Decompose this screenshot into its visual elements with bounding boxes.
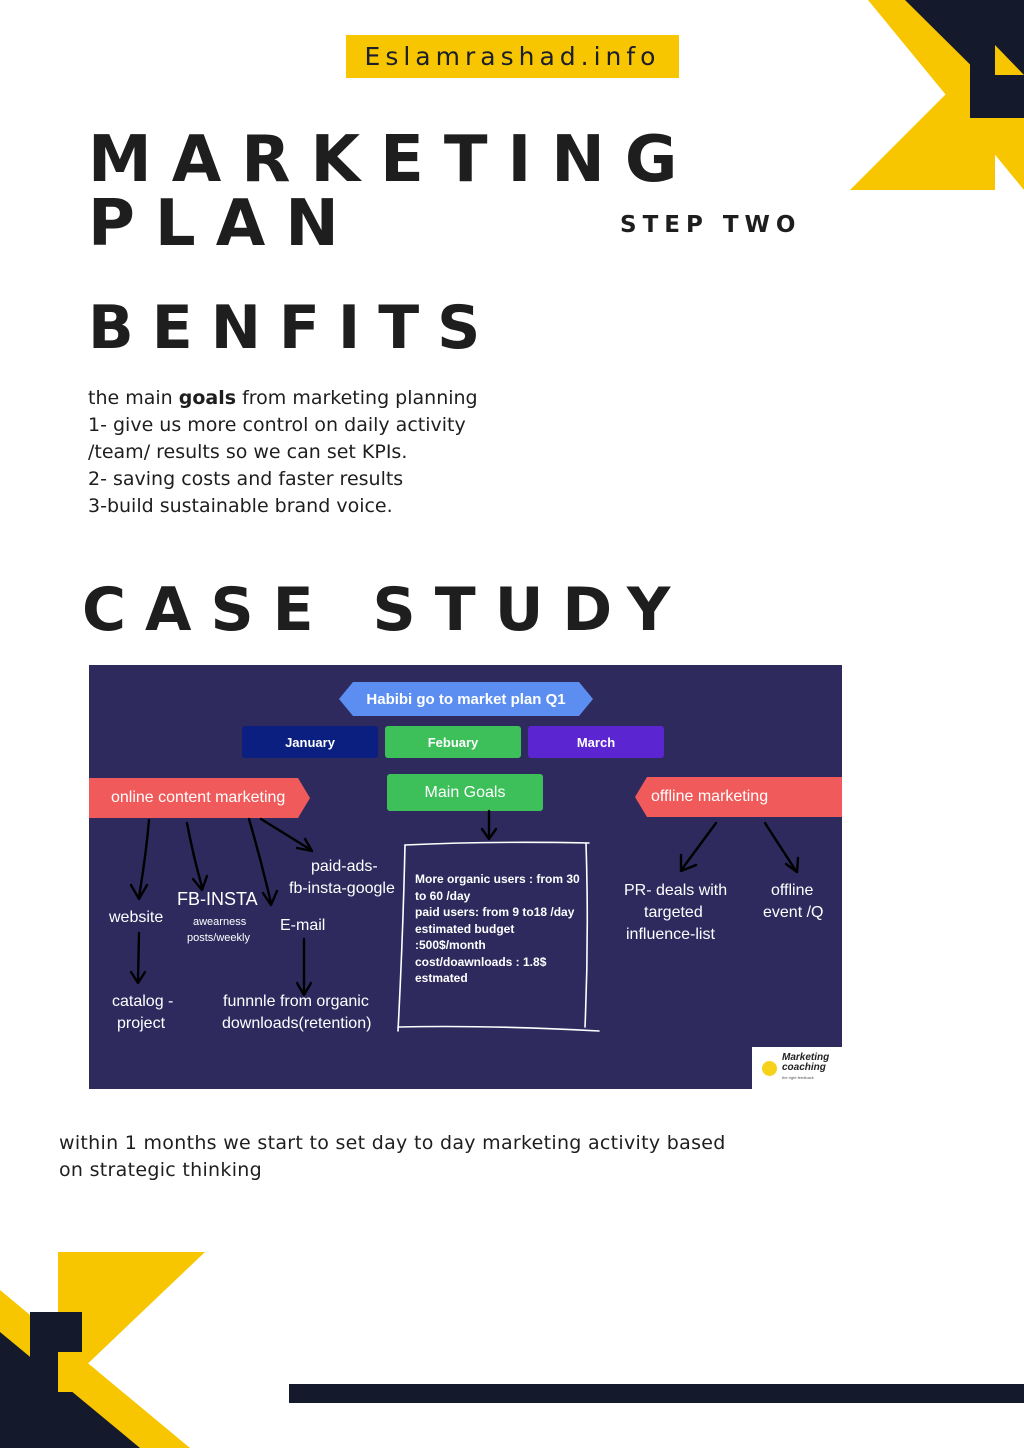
goal-line: /team/ results so we can set KPIs. <box>88 441 408 463</box>
label-email: E-mail <box>280 917 326 934</box>
goal-box-line: More organic users : from 30 <box>415 872 580 886</box>
label-paid-ads: paid-ads- <box>311 858 378 875</box>
goal-box-line: to 60 /day <box>415 888 471 903</box>
goal-line: 3-build sustainable brand voice. <box>88 495 393 517</box>
label-targeted: targeted <box>644 904 703 921</box>
step-label: STEP TWO <box>620 212 802 238</box>
footer-line: within 1 months we start to set day to d… <box>59 1132 726 1154</box>
label-influence-list: influence-list <box>626 926 715 943</box>
footer-text: within 1 months we start to set day to d… <box>59 1130 726 1184</box>
goal-line: 1- give us more control on daily activit… <box>88 414 466 436</box>
logo-subtitle: the right feedback <box>782 1075 814 1080</box>
label-downloads-retention: downloads(retention) <box>222 1015 372 1032</box>
label-event-q: event /Q <box>763 904 824 921</box>
footer-line: on strategic thinking <box>59 1159 262 1181</box>
diagram-arrows <box>129 809 800 1032</box>
corner-decoration-bottom-left <box>0 1252 205 1448</box>
goal-box-line: cost/doawnloads : 1.8$ <box>415 954 547 969</box>
label-website: website <box>109 909 164 926</box>
month-january: January <box>242 726 378 758</box>
title-benefits: BENFITS <box>88 293 499 363</box>
logo-dot-icon <box>762 1060 777 1076</box>
online-marketing-ribbon: online content marketing <box>89 778 310 818</box>
goal-box-line: estimated budget <box>415 921 515 936</box>
site-badge: Eslamrashad.info <box>346 35 679 78</box>
corner-decoration-top-right <box>850 0 1024 190</box>
title-case-study: CASE STUDY <box>82 575 690 645</box>
label-catalog: catalog - <box>112 993 174 1010</box>
goal-box-line: estmated <box>415 971 468 985</box>
goal-box-text: More organic users : from 30 to 60 /day … <box>415 871 590 987</box>
label-offline: offline <box>771 882 814 899</box>
offline-marketing-ribbon: offline marketing <box>635 777 842 817</box>
goal-box-line: :500$/month <box>415 938 486 952</box>
marketing-coaching-logo: Marketing coaching the right feedback <box>752 1047 842 1089</box>
logo-line: Marketing <box>782 1052 830 1063</box>
goal-box-line: paid users: from 9 to18 /day <box>415 905 575 919</box>
bottom-bar <box>289 1384 1024 1403</box>
month-february: Febuary <box>385 726 521 758</box>
label-funnel: funnnle from organic <box>223 993 369 1010</box>
label-pr-deals: PR- deals with <box>624 882 728 899</box>
label-fb-insta-google: fb-insta-google <box>289 880 395 897</box>
goal-line: 2- saving costs and faster results <box>88 468 404 490</box>
slide-title: Habibi go to market plan Q1 <box>339 682 593 716</box>
title-plan: PLAN <box>88 187 359 261</box>
logo-text: Marketing coaching the right feedback <box>782 1053 829 1083</box>
title-marketing: MARKETING <box>88 123 698 197</box>
month-march: March <box>528 726 664 758</box>
label-awareness: awearness <box>193 916 247 928</box>
label-posts-weekly: posts/weekly <box>187 932 250 944</box>
main-goals-box: Main Goals <box>387 774 543 811</box>
label-fb-insta: FB-INSTA <box>177 889 258 909</box>
label-project: project <box>117 1015 166 1032</box>
goals-intro: the main goals from marketing planning <box>88 387 478 409</box>
goals-text: the main goals from marketing planning 1… <box>88 385 478 520</box>
case-study-slide: Habibi go to market plan Q1 January Febu… <box>89 665 842 1089</box>
logo-line: coaching <box>782 1062 826 1073</box>
